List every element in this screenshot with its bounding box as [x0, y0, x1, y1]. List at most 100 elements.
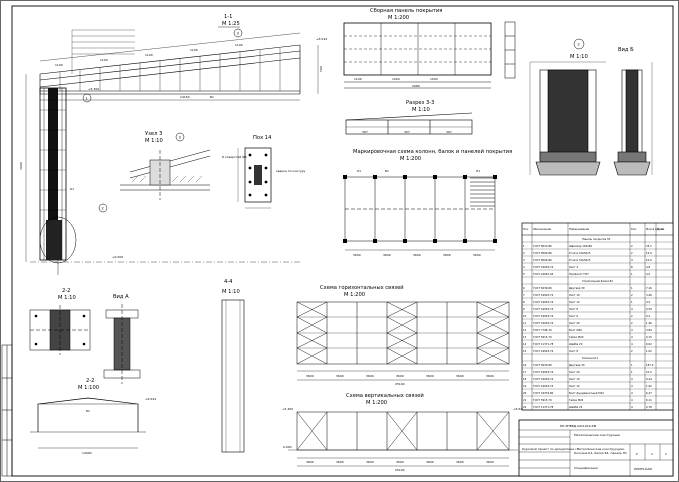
binding-strip	[1, 344, 13, 477]
callout-2	[98, 203, 108, 213]
table-cell: 3	[523, 258, 525, 262]
svg-text:1000: 1000	[430, 77, 438, 81]
svg-text:Узел 3: Узел 3	[145, 131, 162, 137]
table-cell: Лист 4	[569, 265, 578, 269]
table-cell: 15	[523, 349, 527, 353]
svg-text:М 1:10: М 1:10	[145, 138, 163, 144]
table-cell: ГОСТ 7798-70	[533, 328, 552, 332]
callout-3	[233, 28, 243, 38]
table-cell: 4.0	[646, 272, 650, 276]
table-cell: 3.46	[646, 293, 652, 297]
table-cell: 2	[631, 251, 633, 255]
table-cell: ГОСТ 19903-74	[533, 377, 554, 381]
svg-text:Пох 14: Пох 14	[253, 135, 272, 141]
svg-text:3600: 3600	[456, 374, 464, 378]
table-cell: 33.1	[646, 244, 652, 248]
table-cell: ГОСТ 19903-74	[533, 293, 554, 297]
table-header-cell: Кол.	[631, 227, 637, 231]
svg-text:М 1:100: М 1:100	[78, 385, 99, 391]
vertical-bracing-scheme: Схема вертикальных связей М 1:200 +5.300…	[282, 392, 524, 472]
svg-text:1100: 1100	[235, 43, 243, 47]
table-cell: 8	[523, 300, 525, 304]
table-cell: Стропильная балка Б1	[582, 279, 613, 283]
svg-text:500: 500	[319, 66, 323, 72]
table-cell: 2	[631, 293, 633, 297]
svg-text:307: 307	[362, 130, 368, 134]
svg-text:2: 2	[102, 207, 104, 211]
svg-text:2-2: 2-2	[86, 378, 94, 384]
view-b-detail: 2 М 1:10 Вид Б	[529, 38, 653, 176]
table-cell: 0.44	[646, 377, 652, 381]
table-frame	[521, 222, 674, 411]
table-header-cell: Обозначение	[533, 227, 551, 231]
table-header-cell: Поз.	[523, 227, 529, 231]
svg-text:3600: 3600	[353, 253, 361, 257]
svg-text:У: У	[636, 452, 638, 456]
table-cell: 19	[523, 384, 527, 388]
table-cell: Лист 10	[569, 377, 580, 381]
table-cell: Болт фундаментный М24	[569, 391, 604, 395]
svg-text:4-4: 4-4	[224, 279, 233, 285]
table-cell: Лист 6	[569, 314, 578, 318]
table-cell: 22	[523, 405, 527, 409]
table-cell: 4.8	[646, 265, 650, 269]
svg-text:3600: 3600	[396, 374, 404, 378]
svg-text:М 1:200: М 1:200	[388, 15, 409, 21]
svg-text:0.000: 0.000	[283, 445, 292, 449]
table-cell: Гайка М24	[569, 398, 584, 402]
svg-text:Спецификация: Спецификация	[574, 466, 598, 470]
svg-text:1100: 1100	[354, 77, 362, 81]
svg-text:1100: 1100	[55, 63, 63, 67]
table-cell: 4.5	[646, 300, 650, 304]
table-cell: 0.15	[646, 335, 652, 339]
table-cell: ГОСТ 24379-80	[533, 391, 554, 395]
section-2-2-frame: 2-2 М 1:100 Б1 +6.544 14000	[30, 378, 156, 455]
svg-text:3: 3	[179, 136, 181, 140]
table-cell: 7.16	[646, 286, 652, 290]
table-cell: Швеллер 140х60	[569, 244, 592, 248]
table-cell: 0.02	[646, 342, 652, 346]
table-cell: 3.84	[646, 328, 652, 332]
table-cell: Лист 12	[569, 300, 580, 304]
svg-text:1100: 1100	[100, 58, 108, 62]
table-cell: Лист 8	[569, 307, 578, 311]
table-cell: 2	[631, 244, 633, 248]
svg-text:Б1: Б1	[385, 169, 389, 173]
table-cell: 4	[631, 307, 633, 311]
table-cell: 6.47	[646, 391, 652, 395]
table-cell: 20	[523, 391, 527, 395]
table-cell: Гайка М20	[569, 335, 584, 339]
svg-text:3600: 3600	[486, 374, 494, 378]
table-cell: Двутавр 30	[569, 286, 585, 290]
view-a-detail: Вид А	[103, 294, 141, 384]
svg-text:Металлические конструкции: Металлические конструкции	[574, 433, 620, 437]
table-cell: ГОСТ 19903-74	[533, 384, 554, 388]
svg-text:14150: 14150	[180, 95, 190, 99]
svg-text:307: 307	[404, 130, 410, 134]
svg-text:1100: 1100	[145, 53, 153, 57]
table-cell: 9	[523, 307, 525, 311]
table-cell: ГОСТ 11371-78	[533, 405, 554, 409]
svg-text:М 1:200: М 1:200	[366, 400, 387, 406]
svg-text:3: 3	[237, 32, 239, 36]
table-cell: Лист 12	[569, 384, 580, 388]
svg-text:П1: П1	[476, 169, 480, 173]
svg-text:+5.300: +5.300	[88, 87, 99, 91]
node-3-detail: Узел 3 М 1:10 3	[120, 131, 211, 200]
svg-text:3600: 3600	[413, 253, 421, 257]
svg-text:М 1:200: М 1:200	[400, 156, 421, 162]
table-cell: ГОСТ 5915-70	[533, 335, 552, 339]
table-cell: Панель покрытия П1	[582, 237, 611, 241]
table-cell: 11	[523, 321, 527, 325]
svg-text:2: 2	[578, 43, 580, 47]
svg-text:Схема вертикальных связей: Схема вертикальных связей	[346, 392, 424, 399]
svg-text:сварка по контуру: сварка по контуру	[276, 169, 306, 173]
table-cell: 0.2	[646, 314, 650, 318]
svg-text:3600: 3600	[396, 460, 404, 464]
svg-text:+6.544: +6.544	[145, 397, 156, 401]
svg-text:+6.544: +6.544	[513, 407, 524, 411]
table-cell: 4	[631, 258, 633, 262]
svg-text:3600: 3600	[473, 253, 481, 257]
horizontal-bracing-scheme: Схема горизонтальных связей М 1:200	[296, 284, 510, 386]
